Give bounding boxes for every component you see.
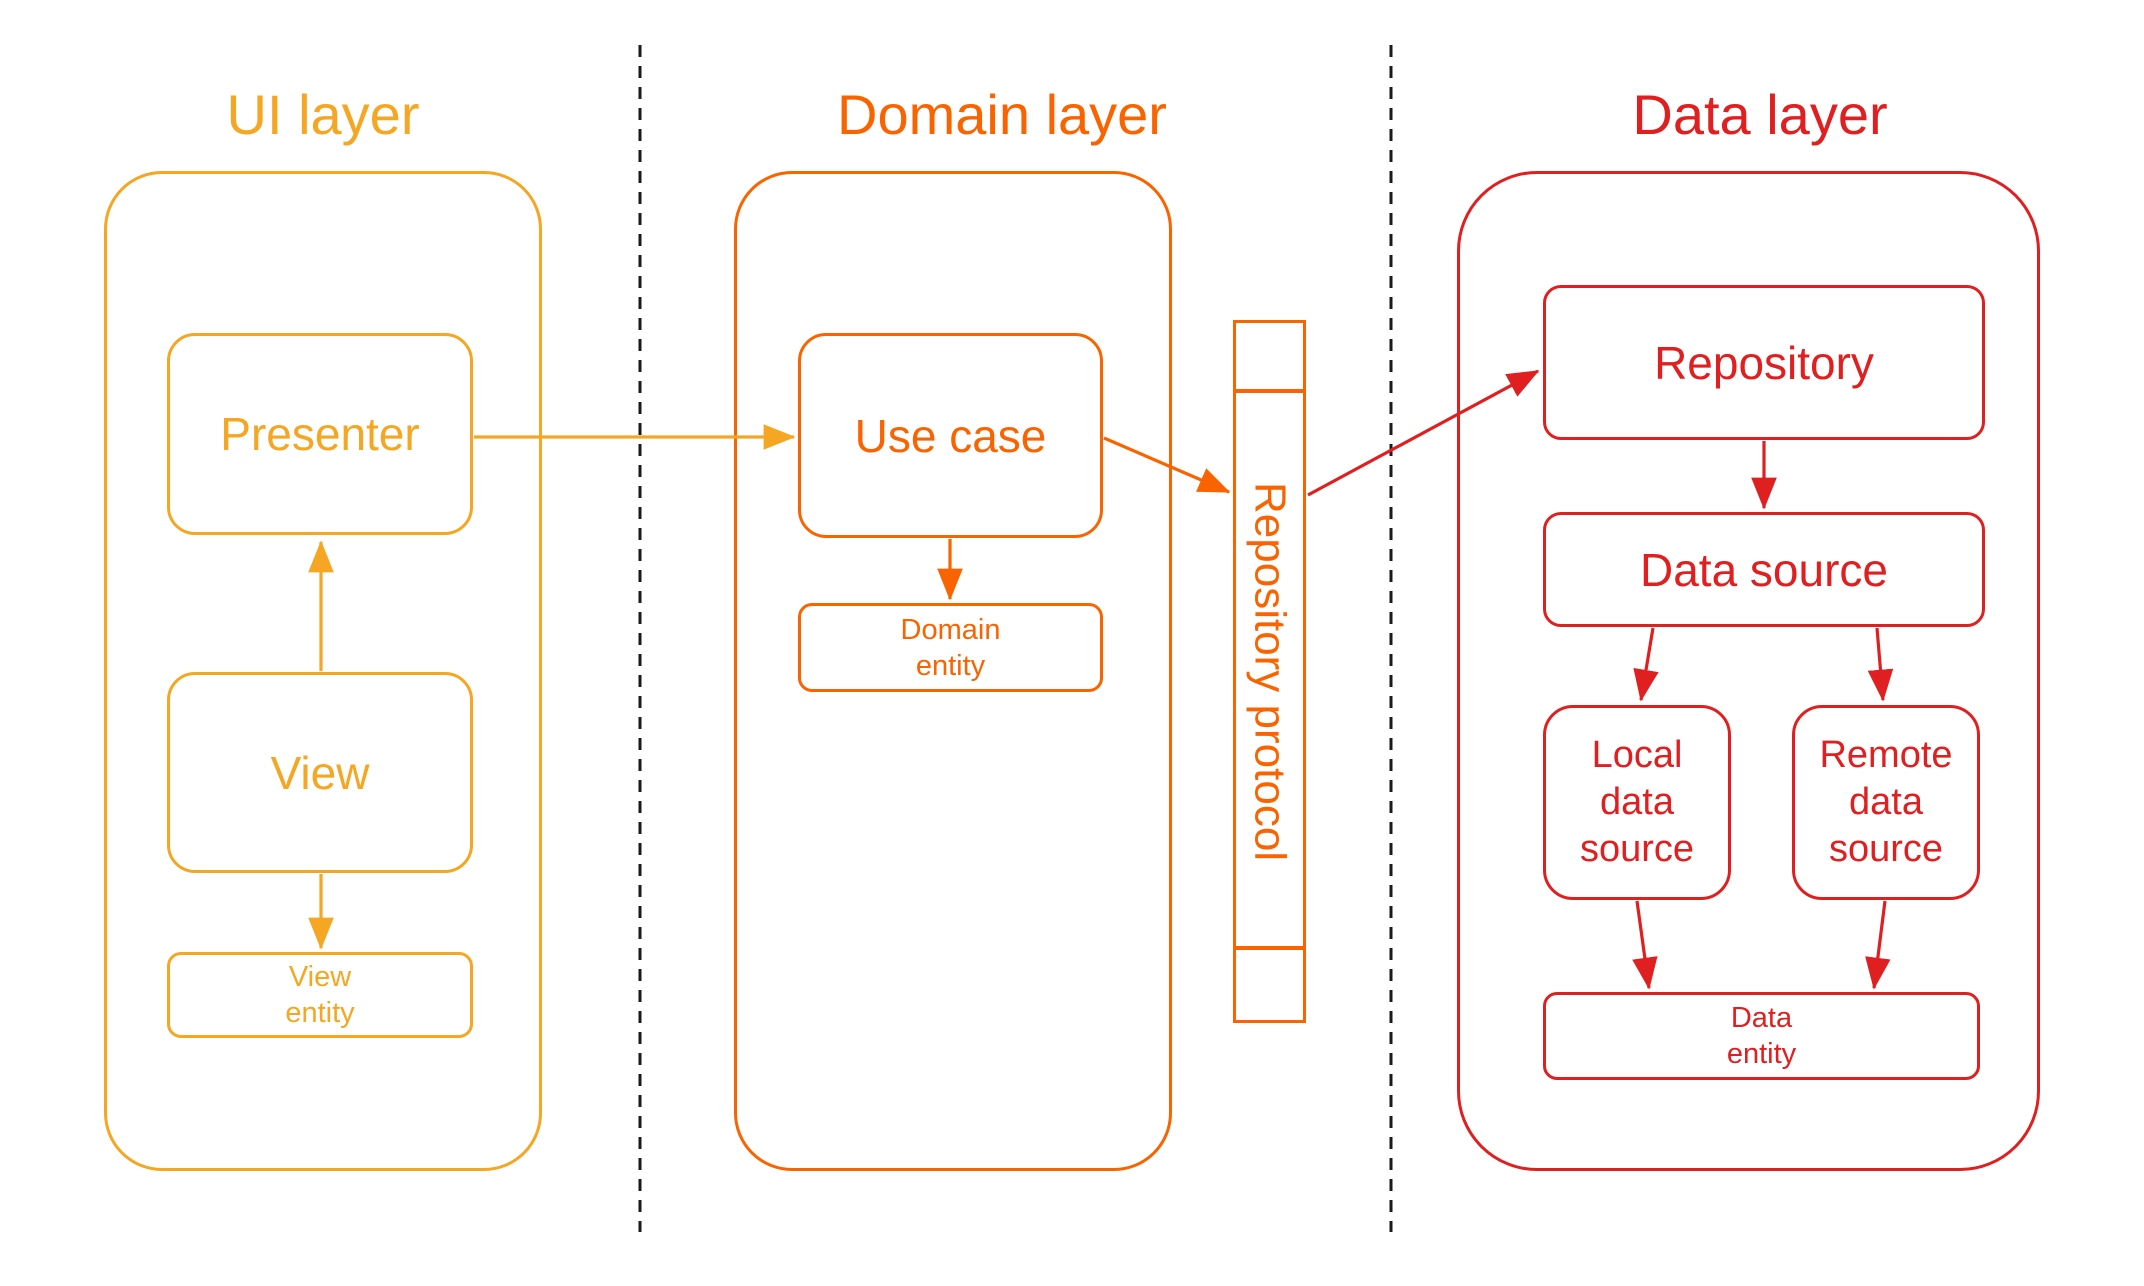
view-box: View (167, 672, 473, 873)
domain-entity-label: Domain entity (901, 612, 1001, 684)
view-entity-label-line1: View (288, 961, 352, 993)
repository-protocol-bar: Repository protocol (1233, 320, 1306, 1023)
remote-data-source-label-line1: Remote (1819, 734, 1953, 776)
data-entity-box: Data entity (1543, 992, 1980, 1080)
remote-data-source-box: Remote data source (1792, 705, 1980, 900)
protocol-bar-top-divider (1236, 389, 1303, 393)
local-data-source-box: Local data source (1543, 705, 1731, 900)
local-data-source-label: Local data source (1580, 732, 1694, 873)
domain-layer-title: Domain layer (837, 83, 1167, 146)
view-entity-box: View entity (167, 952, 473, 1038)
data-source-label: Data source (1639, 543, 1888, 596)
view-label: View (270, 746, 370, 799)
data-source-box: Data source (1543, 512, 1985, 627)
remote-data-source-label-line2: data (1849, 781, 1923, 823)
local-data-source-label-line2: data (1600, 781, 1674, 823)
presenter-label: Presenter (220, 408, 420, 460)
domain-entity-box: Domain entity (798, 603, 1103, 692)
repository-label: Repository (1654, 336, 1874, 389)
ui-layer-container (104, 171, 542, 1171)
repository-protocol-label: Repository protocol (1245, 481, 1295, 862)
presenter-box: Presenter (167, 333, 473, 535)
use-case-box: Use case (798, 333, 1103, 538)
data-layer-title: Data layer (1632, 83, 1888, 146)
remote-data-source-label: Remote data source (1819, 732, 1952, 873)
data-entity-label-line2: entity (1726, 1038, 1797, 1070)
local-data-source-label-line1: Local (1591, 734, 1683, 776)
ui-layer-title: UI layer (226, 83, 420, 146)
domain-layer-container (734, 171, 1172, 1171)
view-entity-label-line2: entity (285, 997, 355, 1029)
local-data-source-label-line3: source (1579, 828, 1695, 870)
view-entity-label: View entity (285, 959, 354, 1031)
protocol-bar-bottom-divider (1236, 946, 1303, 950)
data-entity-label-line1: Data (1730, 1002, 1793, 1034)
repository-box: Repository (1543, 285, 1985, 440)
use-case-label: Use case (854, 409, 1047, 462)
data-layer-container (1457, 171, 2040, 1171)
remote-data-source-label-line3: source (1828, 828, 1944, 870)
domain-entity-label-line2: entity (915, 649, 986, 682)
domain-entity-label-line1: Domain (900, 613, 1001, 646)
data-entity-label: Data entity (1727, 1000, 1796, 1072)
